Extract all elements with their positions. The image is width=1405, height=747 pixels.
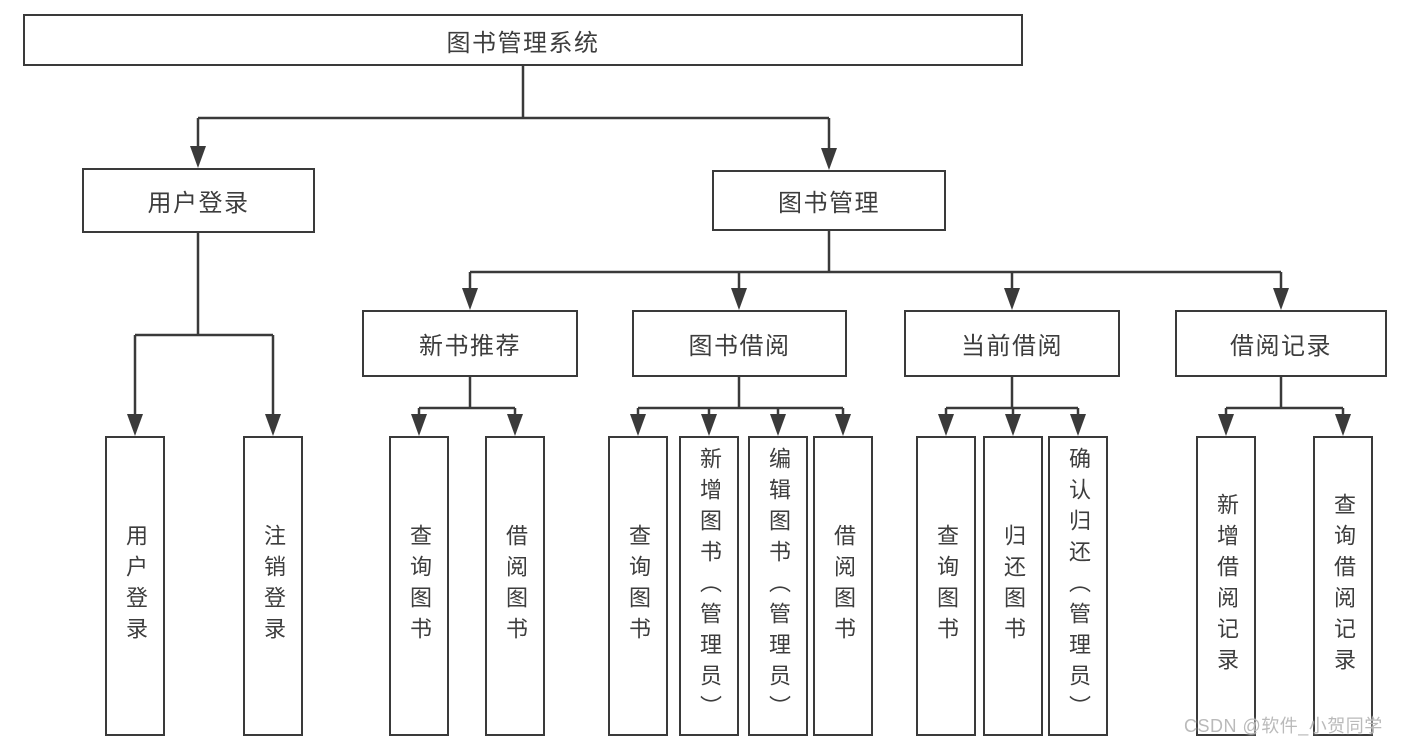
node-label: 图书管理系统 [446,29,600,57]
node-label: 借阅记录 [1230,333,1332,360]
leaf-recommend-query-book: 查询图书 [389,436,449,736]
csdn-watermark: CSDN @软件_小贺同学 [1184,716,1383,736]
edge-book-management-to-level3 [462,231,1289,310]
leaf-borrow-book: 借阅图书 [813,436,873,736]
edge-current-borrowing-to-leaves [938,377,1086,436]
node-current-borrowing: 当前借阅 [904,310,1120,377]
leaf-label: 查询图书 [407,524,432,648]
node-label: 图书管理 [778,190,880,217]
leaf-recommend-borrow-book: 借阅图书 [485,436,545,736]
node-label: 图书借阅 [688,333,791,360]
leaf-label: 确认归还（管理员） [1066,446,1091,726]
node-user-login: 用户登录 [82,168,315,233]
leaf-label: 查询借阅记录 [1331,493,1356,679]
node-label: 新书推荐 [419,333,521,360]
edge-book-borrowing-to-leaves [630,377,851,436]
leaf-label: 借阅图书 [503,524,528,648]
node-borrowing-records: 借阅记录 [1175,310,1387,377]
leaf-label: 用户登录 [123,524,148,648]
node-library-management-system: 图书管理系统 [23,14,1023,66]
node-book-management: 图书管理 [712,170,946,231]
edge-borrowing-records-to-leaves [1218,377,1351,436]
leaf-current-query-book: 查询图书 [916,436,976,736]
leaf-label: 新增图书（管理员） [697,446,722,726]
leaf-add-book-admin: 新增图书（管理员） [679,436,739,736]
leaf-label: 查询图书 [626,524,651,648]
edge-user-login-to-leaves [127,233,281,436]
leaf-label: 注销登录 [261,524,286,648]
node-label: 用户登录 [147,190,250,217]
leaf-logout: 注销登录 [243,436,303,736]
leaf-query-borrow-record: 查询借阅记录 [1313,436,1373,736]
leaf-label: 查询图书 [934,524,959,648]
leaf-label: 借阅图书 [831,524,856,648]
leaf-return-book: 归还图书 [983,436,1043,736]
leaf-add-borrow-record: 新增借阅记录 [1196,436,1256,736]
node-new-book-recommend: 新书推荐 [362,310,578,377]
leaf-label: 归还图书 [1001,524,1026,648]
leaf-user-login: 用户登录 [105,436,165,736]
node-book-borrowing: 图书借阅 [632,310,847,377]
leaf-edit-book-admin: 编辑图书（管理员） [748,436,808,736]
leaf-label: 编辑图书（管理员） [766,446,791,726]
leaf-borrowing-query-book: 查询图书 [608,436,668,736]
leaf-label: 新增借阅记录 [1214,493,1239,679]
edge-root-to-level2 [190,66,837,170]
leaf-confirm-return-admin: 确认归还（管理员） [1048,436,1108,736]
edge-new-book-recommend-to-leaves [411,377,523,436]
node-label: 当前借阅 [961,333,1063,360]
